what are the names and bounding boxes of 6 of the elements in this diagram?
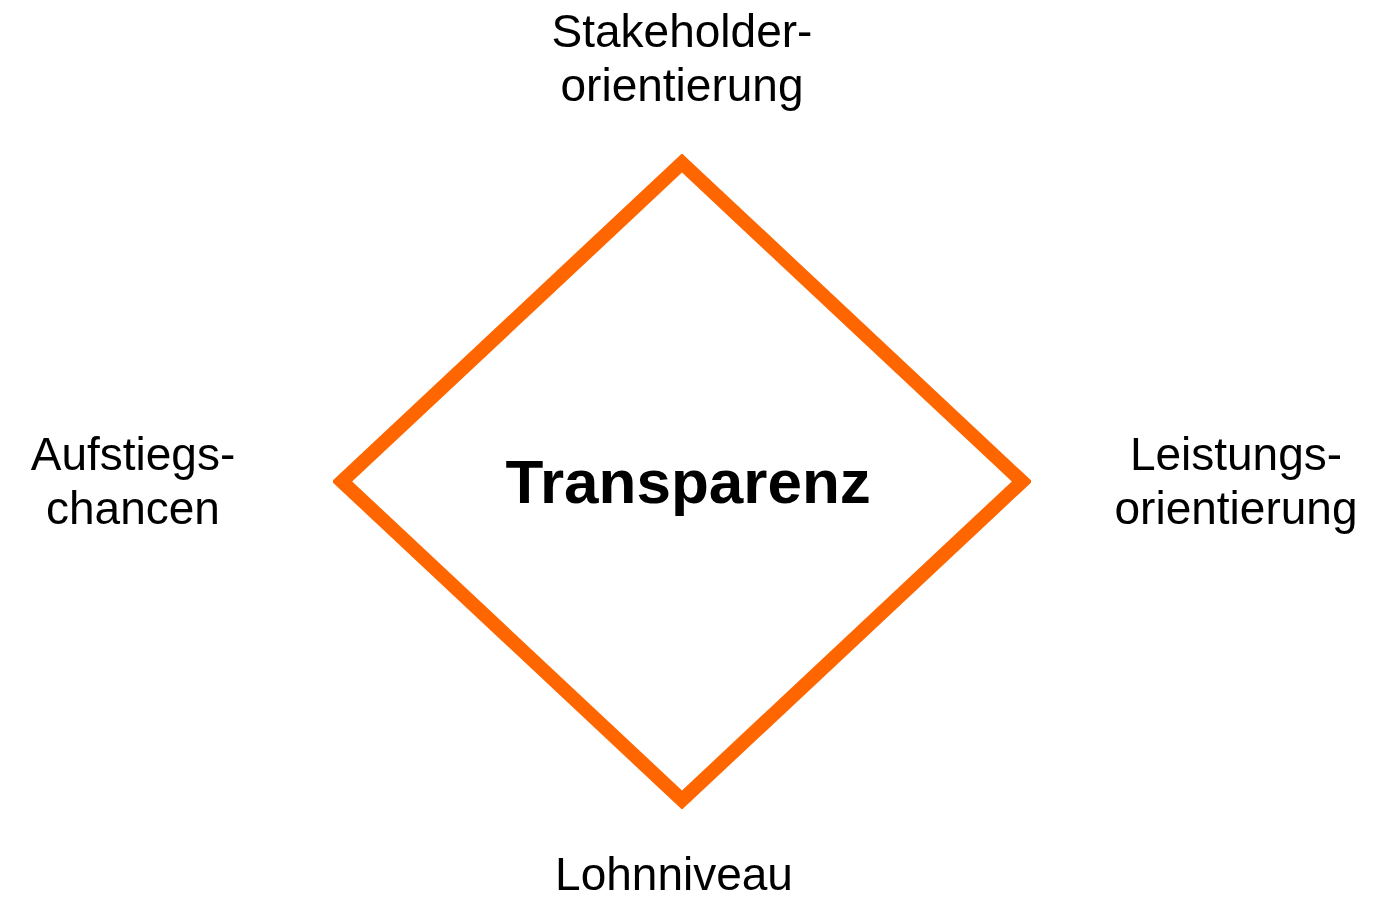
diamond-shape	[333, 154, 1031, 809]
corner-label: Leistungs- orientierung	[1113, 427, 1359, 535]
corner-label: Lohnniveau	[554, 847, 794, 897]
corner-label: Stakeholder- orientierung	[550, 4, 814, 112]
diamond-label: Transparenz	[505, 446, 871, 517]
corner-label: Aufstiegs- chancen	[29, 427, 237, 535]
